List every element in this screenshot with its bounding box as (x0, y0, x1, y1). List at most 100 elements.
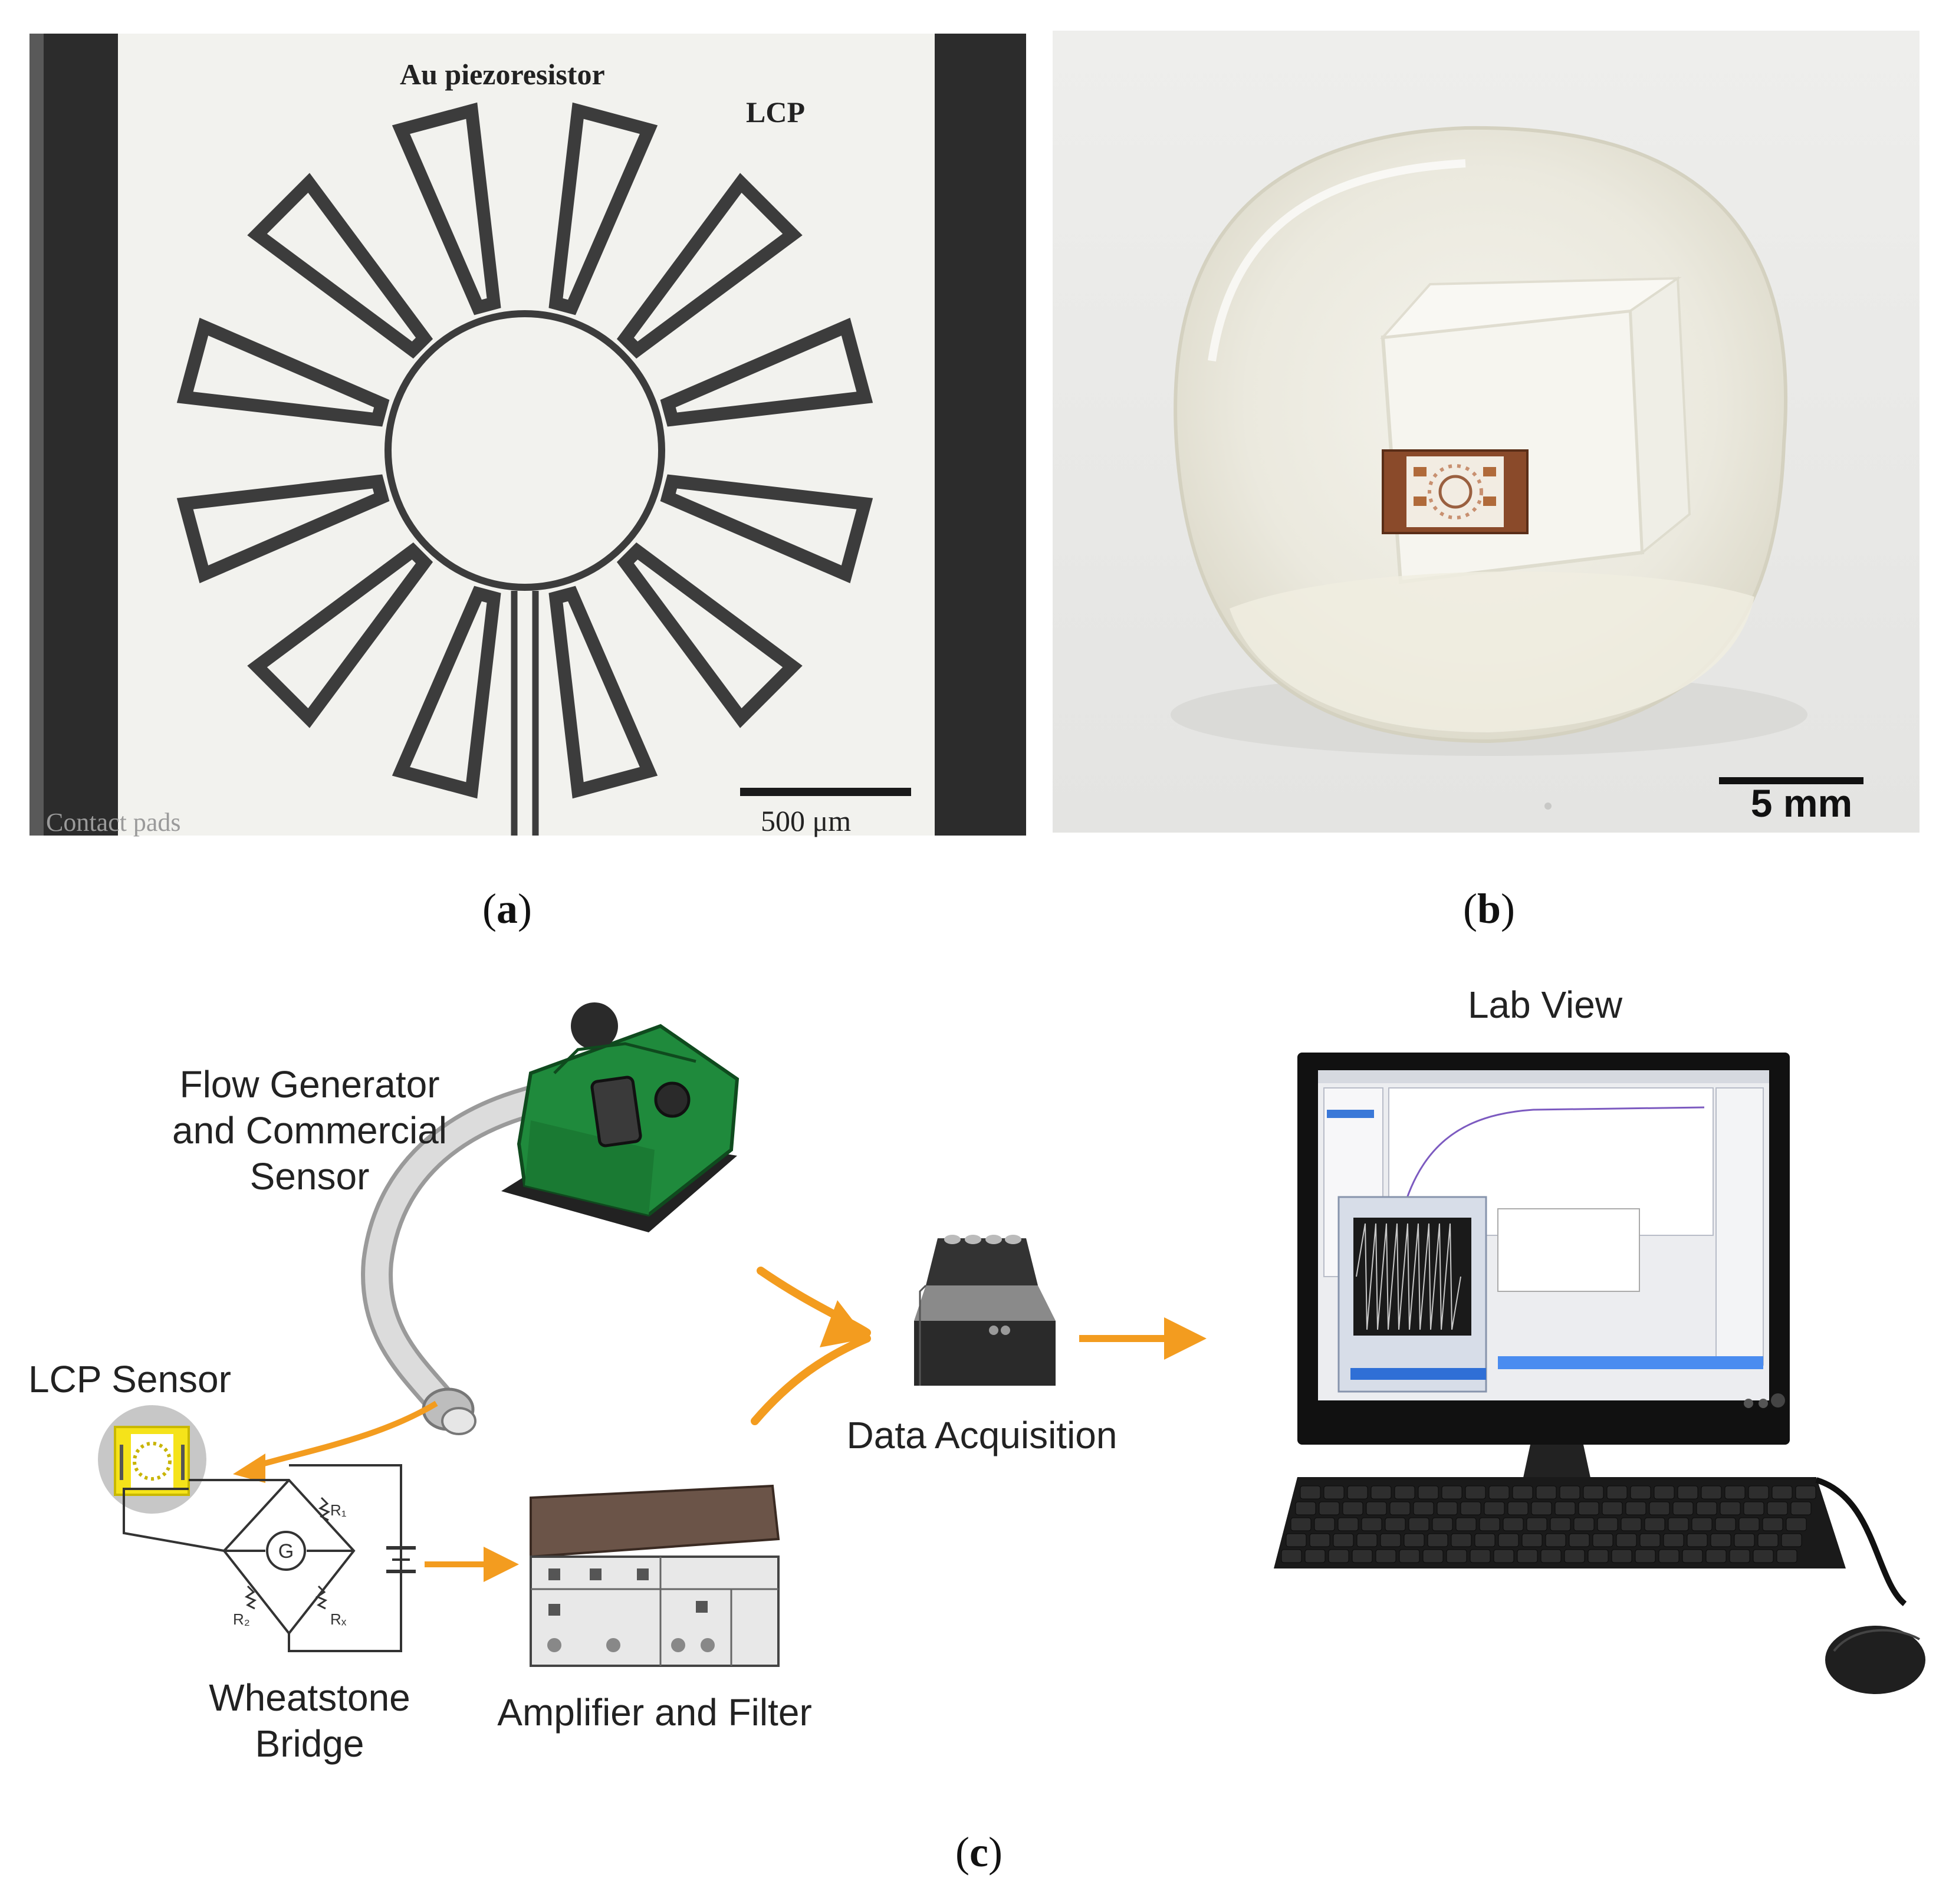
keyboard-key (1333, 1533, 1354, 1547)
keyboard-key (1498, 1533, 1519, 1547)
keyboard-key (1380, 1533, 1401, 1547)
keyboard-key (1399, 1549, 1420, 1563)
keyboard-key (1724, 1485, 1746, 1499)
keyboard-key (1644, 1517, 1665, 1531)
keyboard-key (1654, 1485, 1675, 1499)
piezoresistor-spoke (392, 102, 501, 315)
caption-b: (b) (1462, 885, 1515, 932)
label-au-piezoresistor: Au piezoresistor (400, 58, 605, 91)
data-acquisition-unit (914, 1235, 1056, 1386)
keyboard-key (1389, 1501, 1411, 1515)
keyboard-key (1743, 1501, 1764, 1515)
keyboard-key (1432, 1517, 1453, 1531)
keyboard-key (1413, 1501, 1434, 1515)
keyboard-key (1592, 1533, 1613, 1547)
resistor-rx-label: Rₓ (330, 1610, 347, 1628)
keyboard-key (1370, 1485, 1392, 1499)
keyboard-key (1588, 1549, 1609, 1563)
keyboard-key (1781, 1533, 1802, 1547)
keyboard-key (1569, 1533, 1590, 1547)
keyboard-key (1323, 1485, 1345, 1499)
keyboard-key (1375, 1549, 1396, 1563)
computer-monitor (1297, 1053, 1790, 1486)
wheatstone-bridge-circuit (123, 1464, 416, 1652)
keyboard-key (1356, 1533, 1378, 1547)
setup-schematic: G R₁ R₂ Rₓ (98, 1002, 1925, 1694)
keyboard-key (1691, 1517, 1713, 1531)
label-flow-generator: Flow Generator and Commercial Sensor (172, 1063, 447, 1198)
keyboard-key (1479, 1517, 1500, 1531)
piezoresistor-spoke (548, 102, 658, 315)
keyboard-key (1767, 1501, 1788, 1515)
central-ring (384, 310, 665, 591)
keyboard-key (1677, 1485, 1698, 1499)
resistor-r1-label: R₁ (330, 1501, 347, 1519)
keyboard-key (1526, 1517, 1547, 1531)
keyboard-key (1493, 1549, 1514, 1563)
keyboard-key (1696, 1501, 1717, 1515)
keyboard-key (1635, 1549, 1656, 1563)
keyboard-key (1451, 1533, 1472, 1547)
keyboard-key (1427, 1533, 1448, 1547)
keyboard-key (1517, 1549, 1538, 1563)
keyboard-key (1328, 1549, 1349, 1563)
keyboard-key (1606, 1485, 1628, 1499)
keyboard-key (1385, 1517, 1406, 1531)
keyboard-key (1795, 1485, 1816, 1499)
keyboard-key (1776, 1549, 1797, 1563)
label-contact-pads: Contact pads (46, 808, 181, 837)
keyboard-key (1488, 1485, 1510, 1499)
piezoresistor-micrograph (29, 34, 1026, 836)
piezoresistor-spoke (616, 542, 803, 728)
piezoresistor-spoke (660, 317, 873, 427)
keyboard-key (1616, 1533, 1637, 1547)
keyboard-key (1729, 1549, 1750, 1563)
piezoresistor-spoke (660, 474, 873, 584)
keyboard-key (1408, 1517, 1429, 1531)
keyboard-key (1536, 1485, 1557, 1499)
keyboard-key (1300, 1485, 1321, 1499)
panel-a-micrograph: Au piezoresistor LCP Contact pads 500 μm (29, 34, 1026, 837)
keyboard-key (1295, 1501, 1316, 1515)
keyboard-key (1503, 1517, 1524, 1531)
keyboard-key (1337, 1517, 1359, 1531)
keyboard-key (1319, 1501, 1340, 1515)
resistor-r2-label: R₂ (233, 1610, 250, 1628)
keyboard-key (1521, 1533, 1543, 1547)
caption-c: (c) (955, 1829, 1003, 1876)
keyboard-key (1540, 1549, 1562, 1563)
panel-c-measurement-setup: G R₁ R₂ Rₓ (0, 955, 1949, 1810)
keyboard-key (1668, 1517, 1689, 1531)
keyboard-key (1611, 1549, 1632, 1563)
label-wheatstone-bridge: Wheatstone Bridge (209, 1676, 410, 1765)
keyboard-key (1564, 1549, 1585, 1563)
keyboard-key (1404, 1533, 1425, 1547)
cube-block (1381, 308, 1645, 584)
keyboard-key (1621, 1517, 1642, 1531)
keyboard-key (1418, 1485, 1439, 1499)
keyboard-key (1309, 1533, 1330, 1547)
keyboard-key (1762, 1517, 1783, 1531)
keyboard-key (1734, 1533, 1755, 1547)
keyboard-key (1639, 1533, 1661, 1547)
galvanometer-label: G (278, 1540, 294, 1563)
piezoresistor-spoke (176, 474, 390, 584)
keyboard-key (1512, 1485, 1533, 1499)
piezoresistor-spoke (392, 586, 501, 799)
keyboard-key (1559, 1485, 1580, 1499)
keyboard-key (1361, 1517, 1382, 1531)
keyboard-key (1738, 1517, 1760, 1531)
keyboard-key (1474, 1533, 1496, 1547)
amplifier-filter-unit (530, 1484, 780, 1667)
keyboard-key (1578, 1501, 1599, 1515)
keyboard-key (1649, 1501, 1670, 1515)
keyboard-key (1753, 1549, 1774, 1563)
label-lab-view: Lab View (1467, 984, 1623, 1026)
keyboard-key (1304, 1549, 1326, 1563)
keyboard-key (1470, 1549, 1491, 1563)
keyboard-key (1672, 1501, 1694, 1515)
keyboard-key (1720, 1501, 1741, 1515)
keyboard-key (1281, 1549, 1302, 1563)
keyboard-key (1394, 1485, 1415, 1499)
lcp-sensor-icon (98, 1405, 206, 1514)
